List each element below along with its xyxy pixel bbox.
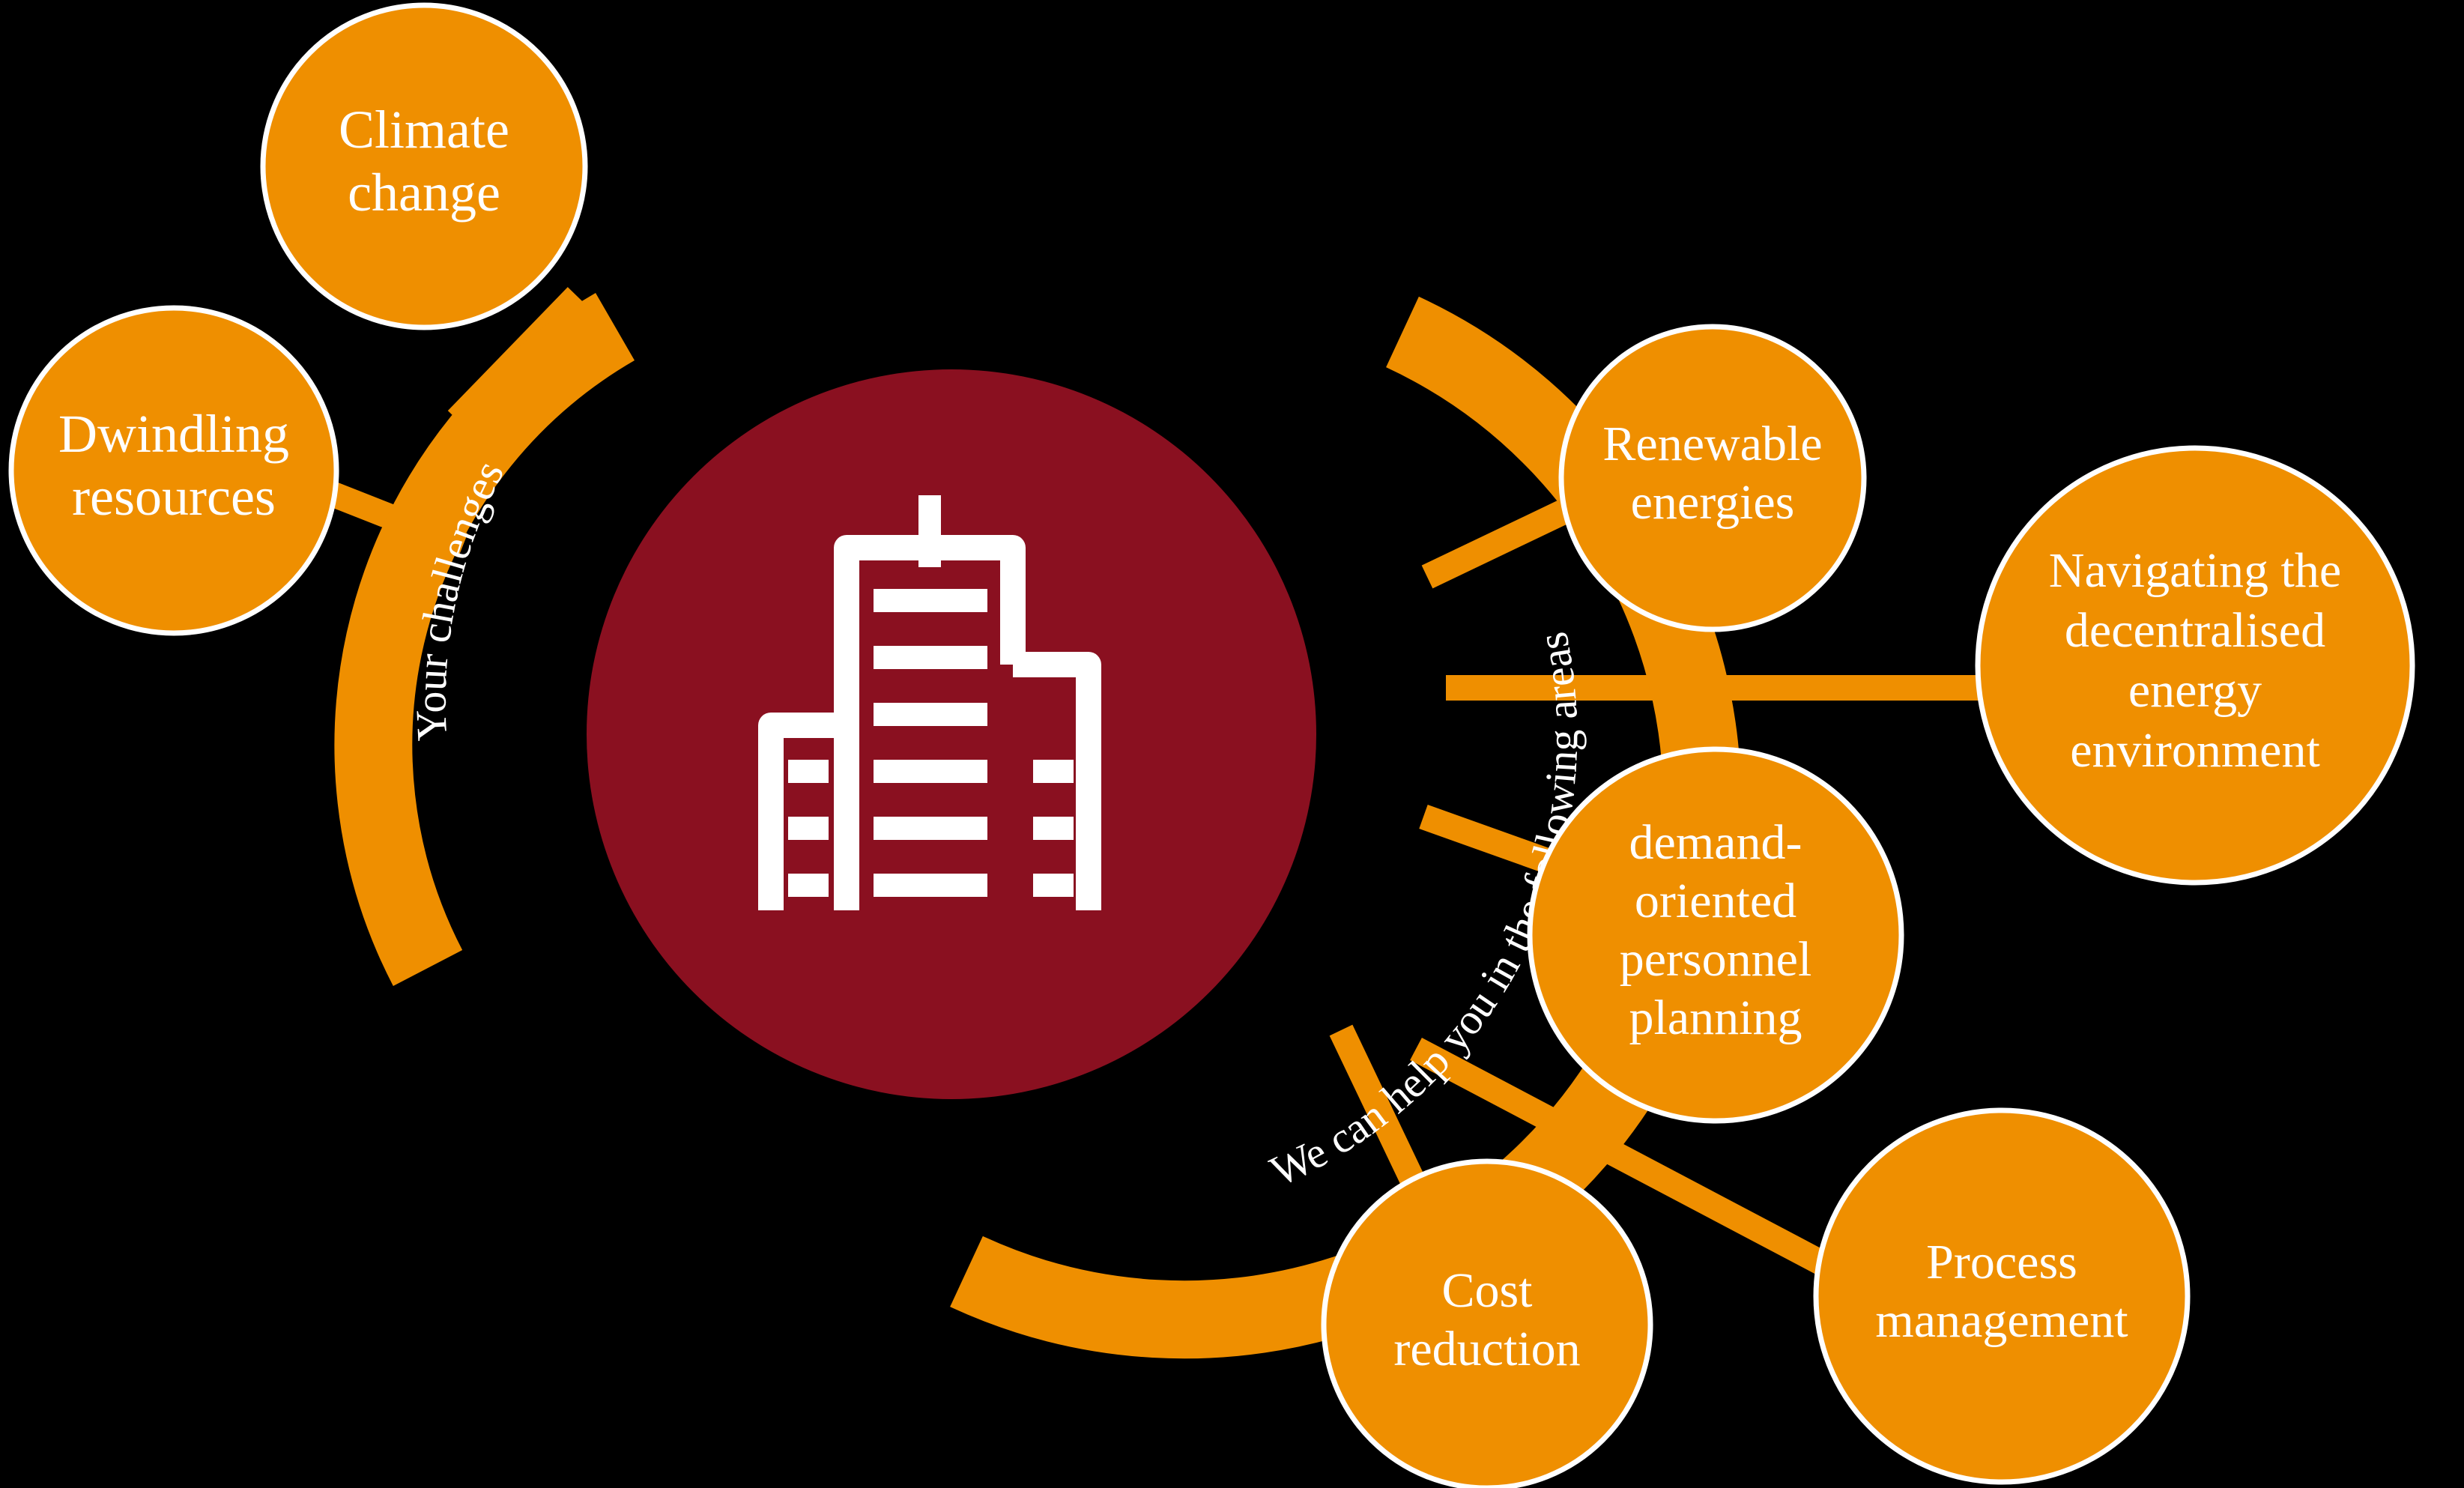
node-circle (1813, 1107, 2191, 1485)
challenges-arc-band (334, 292, 635, 986)
node-circle (260, 2, 588, 330)
office-building-icon (758, 495, 1101, 910)
center-circle (587, 369, 1316, 1099)
connector-process-management (1410, 1037, 1856, 1290)
connector-demand-oriented (1419, 804, 1554, 874)
connector-cost-reduction (1329, 1024, 1432, 1201)
node-circle (1558, 324, 1867, 632)
center-node[interactable] (587, 369, 1316, 1099)
node-circle (1975, 445, 2415, 886)
node-circle (8, 305, 339, 636)
connector-renewable-energies (1421, 492, 1587, 589)
node-circle (1527, 746, 1904, 1124)
node-circle (1321, 1158, 1653, 1488)
office-building-windows (788, 589, 1074, 897)
